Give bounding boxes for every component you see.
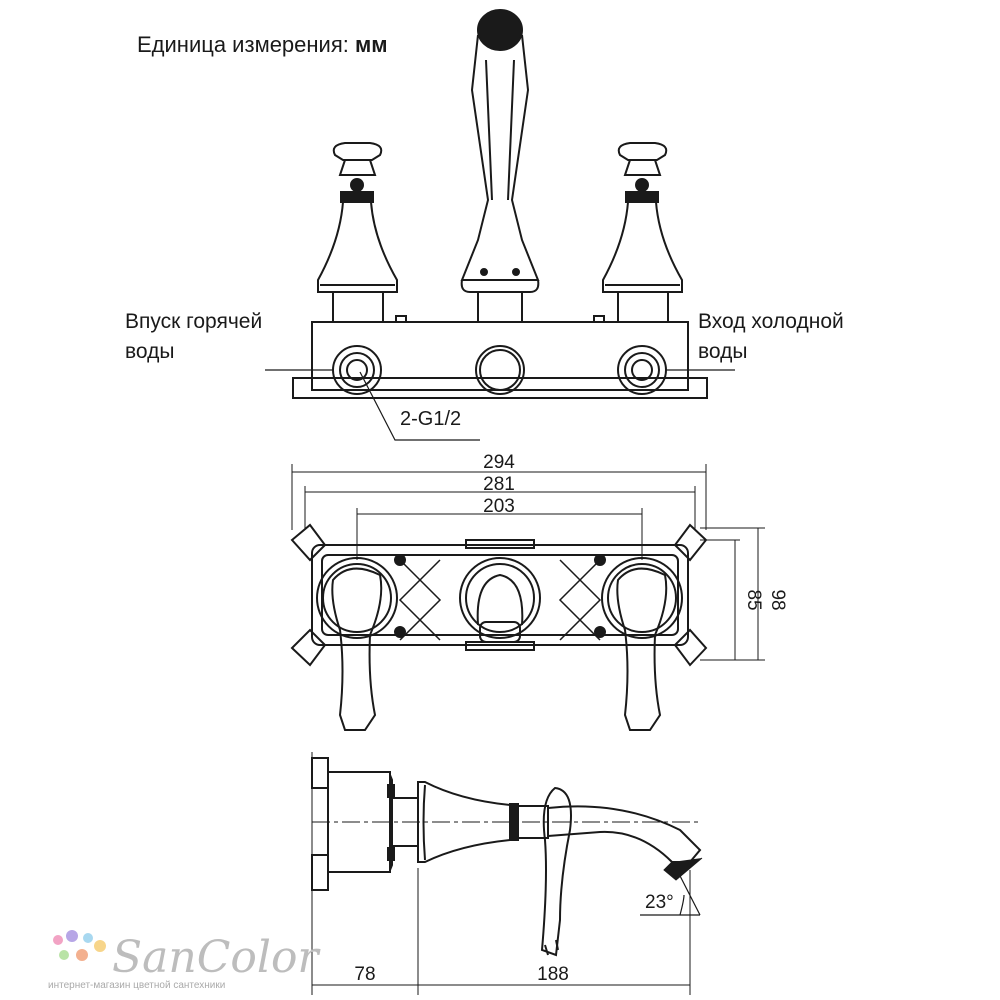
hot-inlet-label: Впуск горячей — [125, 310, 262, 333]
dim-spout-reach: 188 — [537, 964, 569, 985]
brand-dot — [66, 930, 78, 942]
center-outlet — [475, 345, 525, 395]
dim-wall-depth: 78 — [354, 964, 375, 985]
hot-handle-front — [317, 142, 398, 323]
brand-tagline: интернет-магазин цветной сантехники — [48, 980, 225, 991]
top-view — [290, 464, 765, 731]
dim-center-distance: 203 — [483, 496, 515, 517]
front-view — [265, 9, 735, 441]
unit-value: мм — [355, 32, 388, 57]
dim-overall-width: 294 — [483, 452, 515, 473]
dim-mount-width: 281 — [483, 474, 515, 495]
side-lever — [540, 786, 572, 957]
hot-inlet-label-2: воды — [125, 340, 175, 363]
dim-depth-inner: 85 — [743, 589, 764, 610]
hot-lever-top — [316, 557, 398, 731]
spout-top — [459, 557, 541, 639]
cold-inlet-label-2: воды — [698, 340, 748, 363]
spout-front — [460, 9, 540, 323]
side-spout — [547, 805, 702, 863]
unit-caption: Единица измерения: мм — [137, 32, 388, 57]
brand-dot — [53, 935, 63, 945]
mount-ear — [290, 523, 327, 562]
brand-logo: SanColor интернет-магазин цветной сантех… — [48, 930, 321, 991]
cold-inlet-label: Вход холодной — [698, 310, 844, 333]
brand-dot — [94, 940, 106, 952]
dim-depth-outer: 98 — [767, 589, 788, 610]
top-dimension-lines — [291, 464, 765, 661]
cold-lever-top — [601, 557, 683, 731]
brand-name: SanColor — [112, 932, 321, 983]
brand-dot — [76, 949, 88, 961]
valve-body-top — [311, 544, 689, 646]
cold-handle-front — [602, 142, 683, 323]
thread-label: 2-G1/2 — [400, 408, 461, 430]
brand-dot — [83, 933, 93, 943]
side-valve-body — [327, 771, 391, 873]
brand-dots — [53, 930, 106, 961]
mounting-plate-front — [292, 377, 708, 399]
spout-angle: 23° — [645, 892, 674, 913]
brand-dot — [59, 950, 69, 960]
unit-prefix: Единица измерения: — [137, 32, 355, 57]
side-view — [311, 752, 703, 995]
